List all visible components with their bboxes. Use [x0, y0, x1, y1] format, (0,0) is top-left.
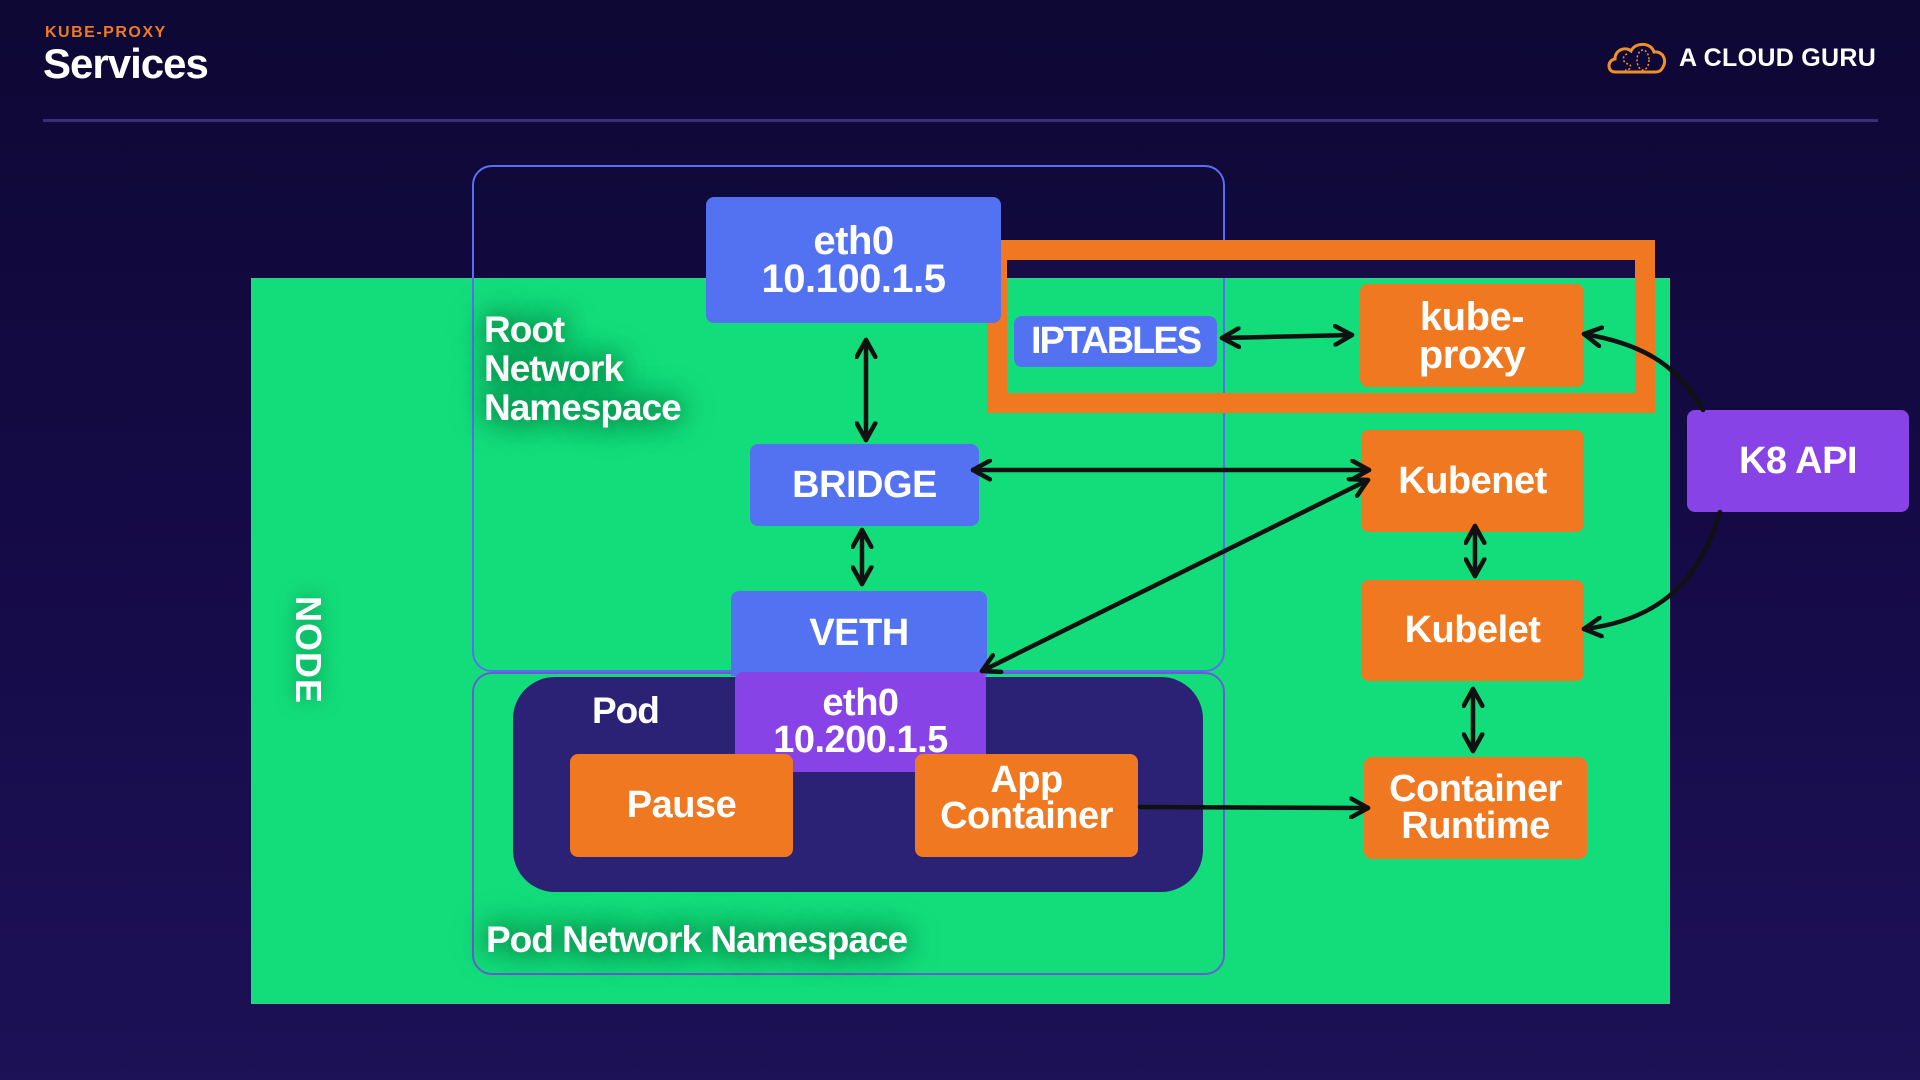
kubenet-box[interactable]: Kubenet	[1361, 430, 1584, 532]
veth-box[interactable]: VETH	[731, 591, 987, 676]
node-label: NODE	[288, 595, 330, 705]
cloud-guru-logo-icon	[1607, 42, 1667, 74]
brand-name: A CLOUD GURU	[1679, 43, 1877, 72]
eth0-root-box[interactable]: eth0 10.100.1.5	[706, 197, 1001, 323]
brand: A CLOUD GURU	[1605, 38, 1876, 78]
highlight-backdrop	[1007, 260, 1635, 278]
pod-label: Pod	[592, 690, 660, 731]
container-runtime-box[interactable]: Container Runtime	[1364, 757, 1587, 859]
section-eyebrow: KUBE-PROXY	[45, 24, 167, 41]
kubelet-box[interactable]: Kubelet	[1361, 580, 1584, 681]
page-title: Services	[43, 40, 209, 87]
pod-namespace-label: Pod Network Namespace	[486, 919, 908, 960]
iptables-box[interactable]: IPTABLES	[1014, 316, 1217, 367]
kube-proxy-box[interactable]: kube- proxy	[1360, 284, 1584, 387]
k8-api-box[interactable]: K8 API	[1687, 410, 1909, 512]
pause-container-box[interactable]: Pause	[570, 754, 793, 857]
header-divider	[43, 119, 1878, 122]
app-container-box[interactable]: App Container	[915, 754, 1138, 857]
root-namespace-label: Root Network Namespace	[484, 309, 682, 428]
bridge-box[interactable]: BRIDGE	[750, 444, 979, 526]
